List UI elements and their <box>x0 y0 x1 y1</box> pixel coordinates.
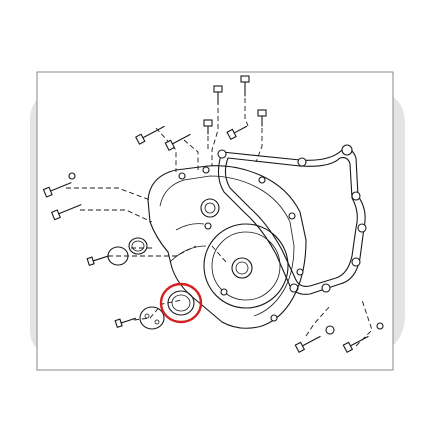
diagram-frame <box>36 71 394 371</box>
plate-screw-hole <box>144 313 150 319</box>
bolt-icon <box>240 75 250 97</box>
bolt-icon <box>135 125 165 145</box>
red-circle-highlight <box>159 282 203 324</box>
o-ring-seal <box>167 290 195 316</box>
clutch-bulge <box>203 223 289 309</box>
clutch-bulge-ring <box>211 231 281 301</box>
bolt-icon <box>257 109 267 127</box>
bolt-icon <box>86 255 108 267</box>
inspection-cover-plate <box>139 306 165 330</box>
bolt-icon <box>342 335 369 353</box>
bolt-icon <box>325 322 384 335</box>
bolt-icon <box>114 317 136 329</box>
derby-cover-small <box>107 246 129 266</box>
primary-cover-ridge <box>159 175 295 317</box>
seal-ring-inner <box>131 240 145 252</box>
adjuster-boss-inner <box>204 202 216 214</box>
o-ring-seal-inner <box>171 294 191 312</box>
inspection-opening <box>231 257 253 279</box>
bolt-icon <box>203 119 213 135</box>
bolt-icon <box>226 125 248 141</box>
assembly-leaders <box>66 90 373 347</box>
bolt-icon <box>50 204 82 221</box>
gasket-lugs <box>217 144 367 293</box>
bolt-icon <box>294 335 321 353</box>
cover-bosses <box>178 166 304 322</box>
bolt-icon <box>42 182 72 198</box>
bolt-icon <box>213 85 223 105</box>
seal-ring-icon <box>128 237 148 255</box>
primary-cover-body <box>147 165 307 329</box>
inspection-opening-inner <box>235 261 249 275</box>
gasket-inner <box>224 157 358 287</box>
bolt-icon <box>164 133 191 151</box>
adjuster-boss <box>200 198 220 218</box>
plate-screw-hole <box>154 319 160 325</box>
bolt-icon <box>68 172 76 180</box>
